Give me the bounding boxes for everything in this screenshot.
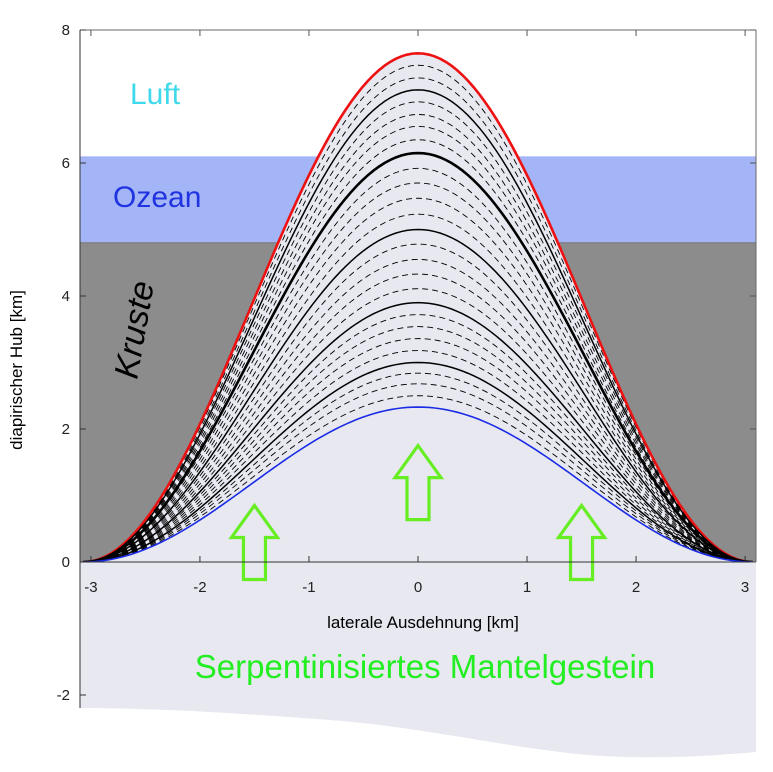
y-tick-label: 0 <box>62 554 70 571</box>
dashed-uplift-curve <box>83 350 753 562</box>
uplift-dome-fill <box>83 53 753 562</box>
dashed-uplift-curve <box>83 125 753 562</box>
dashed-uplift-curve <box>83 243 753 562</box>
up-arrow-icon <box>391 442 445 522</box>
dashed-uplift-curve <box>83 326 753 562</box>
dashed-uplift-curve <box>83 314 753 562</box>
dashed-uplift-curve <box>83 273 753 562</box>
solid-uplift-curve <box>83 151 753 562</box>
x-tick-label: -1 <box>302 579 315 596</box>
x-tick-label: 1 <box>523 579 531 596</box>
dashed-uplift-curve <box>83 372 753 562</box>
x-tick-label: 0 <box>414 579 422 596</box>
up-arrow-icon <box>555 502 608 582</box>
dashed-uplift-curve <box>83 113 753 562</box>
layer-label-luft: Luft <box>130 78 181 111</box>
solid-uplift-curve <box>83 51 753 562</box>
solid-uplift-curve <box>83 89 753 562</box>
y-tick-label: 2 <box>62 421 70 438</box>
dashed-uplift-curve <box>83 167 753 562</box>
y-tick-label: -2 <box>57 687 70 704</box>
uplift-arrows <box>228 442 608 582</box>
dashed-uplift-curve <box>83 395 753 562</box>
y-tick-label: 6 <box>62 155 70 172</box>
layer-label-ozean: Ozean <box>113 181 201 214</box>
up-arrow-icon <box>228 502 281 582</box>
mantle-lower-panel <box>80 562 756 758</box>
y-axis-label: diapirischer Hub [km] <box>7 290 26 450</box>
x-tick-label: 2 <box>632 579 640 596</box>
x-axis-ticks: -3 -2 -1 0 1 2 3 <box>84 30 749 596</box>
solid-uplift-curve <box>83 361 753 562</box>
solid-uplift-curve <box>83 301 753 562</box>
y-tick-label: 8 <box>62 22 70 39</box>
dashed-uplift-curve <box>83 213 753 562</box>
x-axis-label: laterale Ausdehnung [km] <box>327 613 519 632</box>
dashed-uplift-curve <box>83 197 753 562</box>
dashed-uplift-curve <box>83 77 753 562</box>
x-tick-label: 3 <box>741 579 749 596</box>
dashed-uplift-curve <box>83 64 753 562</box>
solid-uplift-curve <box>83 228 753 562</box>
dashed-uplift-curve <box>83 182 753 562</box>
dashed-uplift-curve <box>83 383 753 562</box>
x-tick-label: -3 <box>84 579 97 596</box>
y-axis-ticks: -2 0 2 4 6 8 <box>57 22 756 704</box>
dashed-uplift-curve <box>83 288 753 562</box>
x-tick-label: -2 <box>193 579 206 596</box>
dashed-uplift-curve <box>83 101 753 562</box>
dashed-uplift-curve <box>83 258 753 562</box>
uplift-curves <box>83 51 753 562</box>
dashed-uplift-curve <box>83 338 753 562</box>
layer-label-mantle: Serpentinisiertes Mantelgestein <box>195 648 655 685</box>
solid-uplift-curve <box>83 406 753 562</box>
y-tick-label: 4 <box>62 288 70 305</box>
